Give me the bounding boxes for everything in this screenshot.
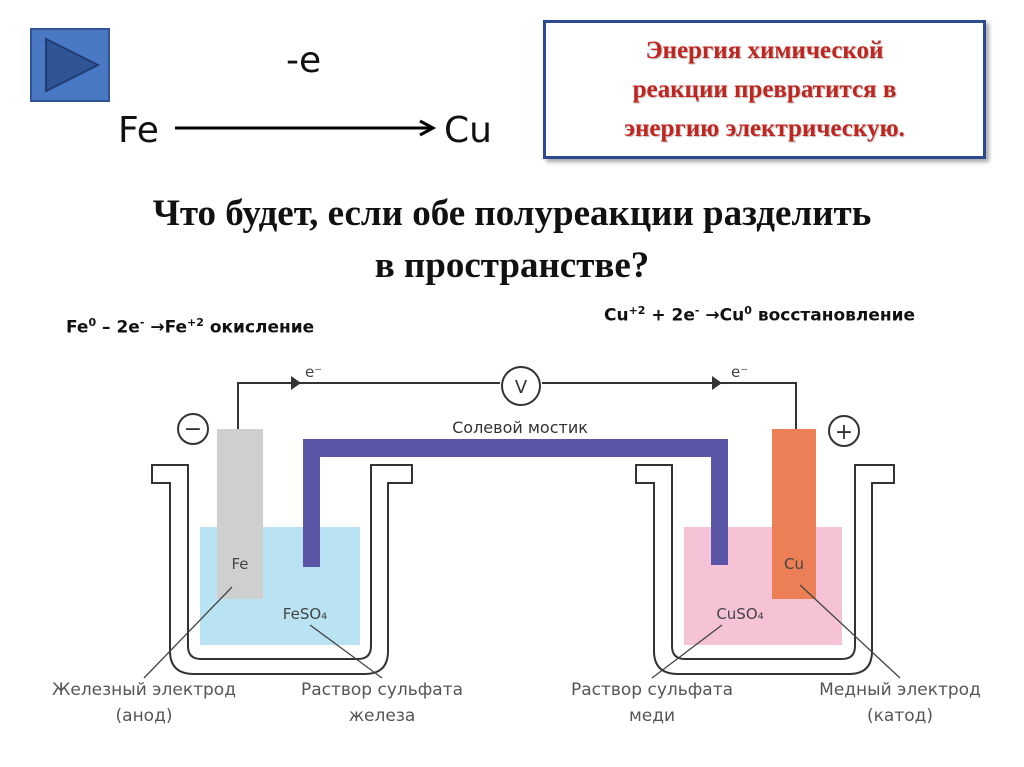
- info-line-2: реакции превратится в: [632, 76, 897, 103]
- cu-electrode-label: Cu: [784, 555, 804, 573]
- caption-cu-electrode-2: (катод): [867, 706, 933, 726]
- plus-symbol: +: [835, 420, 853, 445]
- leader-fe-electrode: [143, 586, 233, 679]
- reduction-equation: Cu+2 + 2e- →Cu0 восстановление: [604, 304, 916, 326]
- salt-bridge: [303, 439, 728, 567]
- fe-symbol: Fe: [118, 110, 159, 151]
- reaction-arrow: [175, 119, 437, 137]
- plus-sign: [828, 415, 860, 447]
- electron-flow-arrow-left: [291, 376, 301, 390]
- caption-fe-electrode-1: Железный электрод: [52, 680, 236, 700]
- leader-cu-solution: [651, 624, 723, 679]
- info-line-1: Энергия химической: [645, 37, 884, 64]
- leader-cu-electrode: [799, 584, 901, 679]
- leader-fe-solution: [309, 624, 383, 679]
- caption-cu-electrode-1: Медный электрод: [819, 680, 981, 700]
- minus-sign: [177, 413, 209, 445]
- electron-label-right: e⁻: [731, 363, 748, 381]
- question-line-1: Что будет, если обе полуреакции разделит…: [152, 193, 872, 234]
- caption-fe-solution-1: Раствор сульфата: [301, 680, 463, 700]
- feso4-label: FeSO₄: [283, 605, 327, 623]
- cu-solution: [684, 527, 842, 645]
- oxidation-equation: Fe0 – 2e- →Fe+2 окисление: [66, 316, 315, 338]
- electron-arrow-label: -e: [286, 40, 322, 81]
- info-line-3: энергию электрическую.: [624, 115, 905, 142]
- cu-electrode: [772, 429, 816, 599]
- info-box: Энергия химической реакции превратится в…: [543, 20, 986, 159]
- voltmeter: [501, 366, 541, 406]
- play-button[interactable]: [30, 28, 110, 102]
- fe-electrode: [217, 429, 263, 599]
- electron-label-left: e⁻: [305, 363, 322, 381]
- question-text: Что будет, если обе полуреакции разделит…: [40, 188, 984, 292]
- voltmeter-label: V: [515, 377, 528, 398]
- wire-right: [542, 382, 797, 429]
- play-icon: [45, 37, 101, 93]
- electron-flow-arrow-right: [712, 376, 722, 390]
- question-line-2: в пространстве?: [374, 245, 650, 286]
- salt-bridge-label: Солевой мостик: [452, 418, 588, 437]
- caption-fe-solution-2: железа: [349, 706, 416, 726]
- caption-cu-solution-1: Раствор сульфата: [571, 680, 733, 700]
- left-beaker: [151, 464, 413, 675]
- fe-electrode-label: Fe: [231, 555, 248, 573]
- wire-left: [237, 382, 500, 429]
- caption-cu-solution-2: меди: [629, 706, 675, 726]
- cuso4-label: CuSO₄: [716, 605, 763, 623]
- galvanic-cell-diagram: e⁻ e⁻ V − + Солевой мостик Fe Cu FeSO₄ C…: [52, 363, 981, 726]
- cu-symbol: Cu: [444, 110, 492, 151]
- minus-symbol: −: [184, 417, 202, 442]
- caption-fe-electrode-2: (анод): [116, 706, 173, 726]
